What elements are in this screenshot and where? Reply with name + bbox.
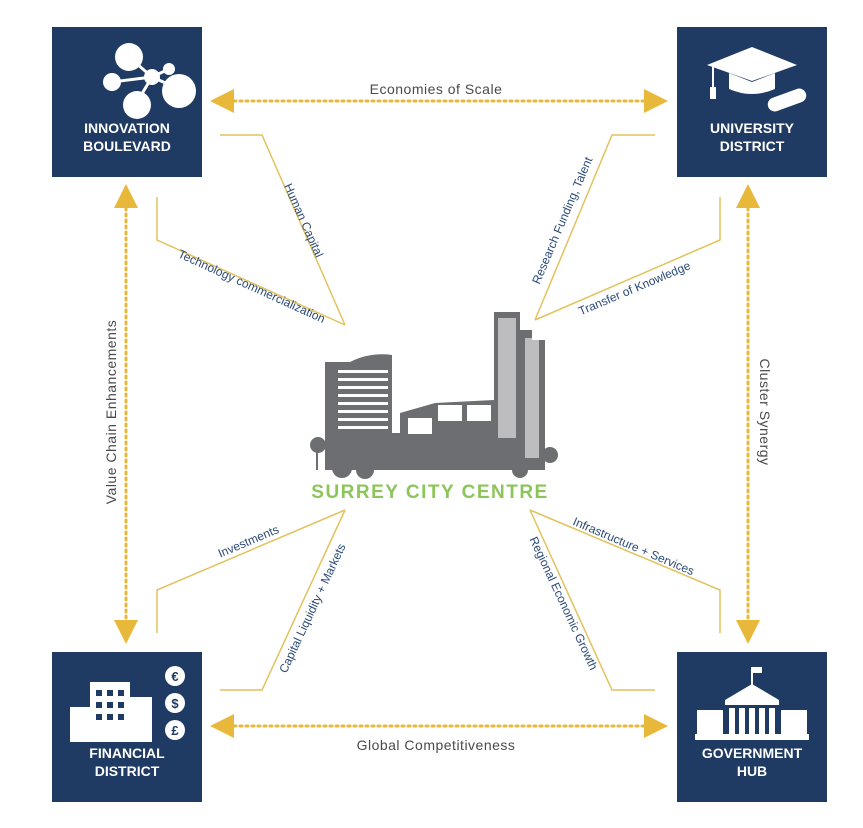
capital-label: Capital Liquidity + Markets bbox=[276, 541, 348, 675]
human-capital-label: Human Capital bbox=[281, 181, 326, 259]
infrastructure-line bbox=[529, 509, 721, 633]
capital-line bbox=[220, 509, 346, 691]
university-district-node: UNIVERSITY DISTRICT bbox=[677, 27, 827, 177]
innovation-boulevard-node: INNOVATION BOULEVARD bbox=[52, 27, 202, 177]
bank-building-icon: € $ £ bbox=[70, 666, 185, 742]
pound-icon: £ bbox=[171, 723, 179, 738]
node-title-line1: GOVERNMENT bbox=[701, 745, 803, 761]
city-skyline-icon bbox=[310, 312, 558, 479]
dollar-icon: $ bbox=[171, 696, 179, 711]
transfer-label: Transfer of Knowledge bbox=[576, 258, 692, 318]
regional-line bbox=[529, 509, 655, 691]
tech-comm-label: Technology commercialization bbox=[176, 247, 327, 326]
molecule-icon bbox=[103, 43, 196, 119]
government-building-icon bbox=[695, 667, 809, 740]
human-capital-line bbox=[220, 134, 346, 326]
value-chain-label: Value Chain Enhancements bbox=[103, 320, 119, 505]
research-line bbox=[534, 134, 655, 321]
node-title-line1: INNOVATION bbox=[84, 120, 170, 136]
economies-label: Economies of Scale bbox=[370, 81, 503, 97]
transfer-line bbox=[534, 197, 721, 321]
node-title-line1: UNIVERSITY bbox=[709, 120, 794, 136]
graduation-cap-icon bbox=[707, 47, 807, 112]
tech-comm-line bbox=[156, 197, 346, 326]
node-title-line2: HUB bbox=[736, 763, 768, 779]
node-title-line1: FINANCIAL bbox=[89, 745, 165, 761]
node-title-line2: DISTRICT bbox=[94, 763, 160, 779]
competitiveness-label: Global Competitiveness bbox=[357, 737, 516, 753]
center-title: SURREY CITY CENTRE bbox=[311, 482, 549, 503]
infrastructure-label: Infrastructure + Services bbox=[571, 514, 696, 578]
euro-icon: € bbox=[171, 669, 178, 684]
node-title-line2: BOULEVARD bbox=[83, 138, 171, 154]
investments-line bbox=[156, 509, 346, 633]
financial-district-node: € $ £ FINANCIAL DISTRICT bbox=[52, 652, 202, 802]
node-title-line2: DISTRICT bbox=[719, 138, 785, 154]
cluster-label: Cluster Synergy bbox=[757, 358, 773, 465]
research-label: Research Funding, Talent bbox=[529, 154, 595, 286]
government-hub-node: GOVERNMENT HUB bbox=[677, 652, 827, 802]
regional-label: Regional Economic Growth bbox=[527, 534, 601, 672]
